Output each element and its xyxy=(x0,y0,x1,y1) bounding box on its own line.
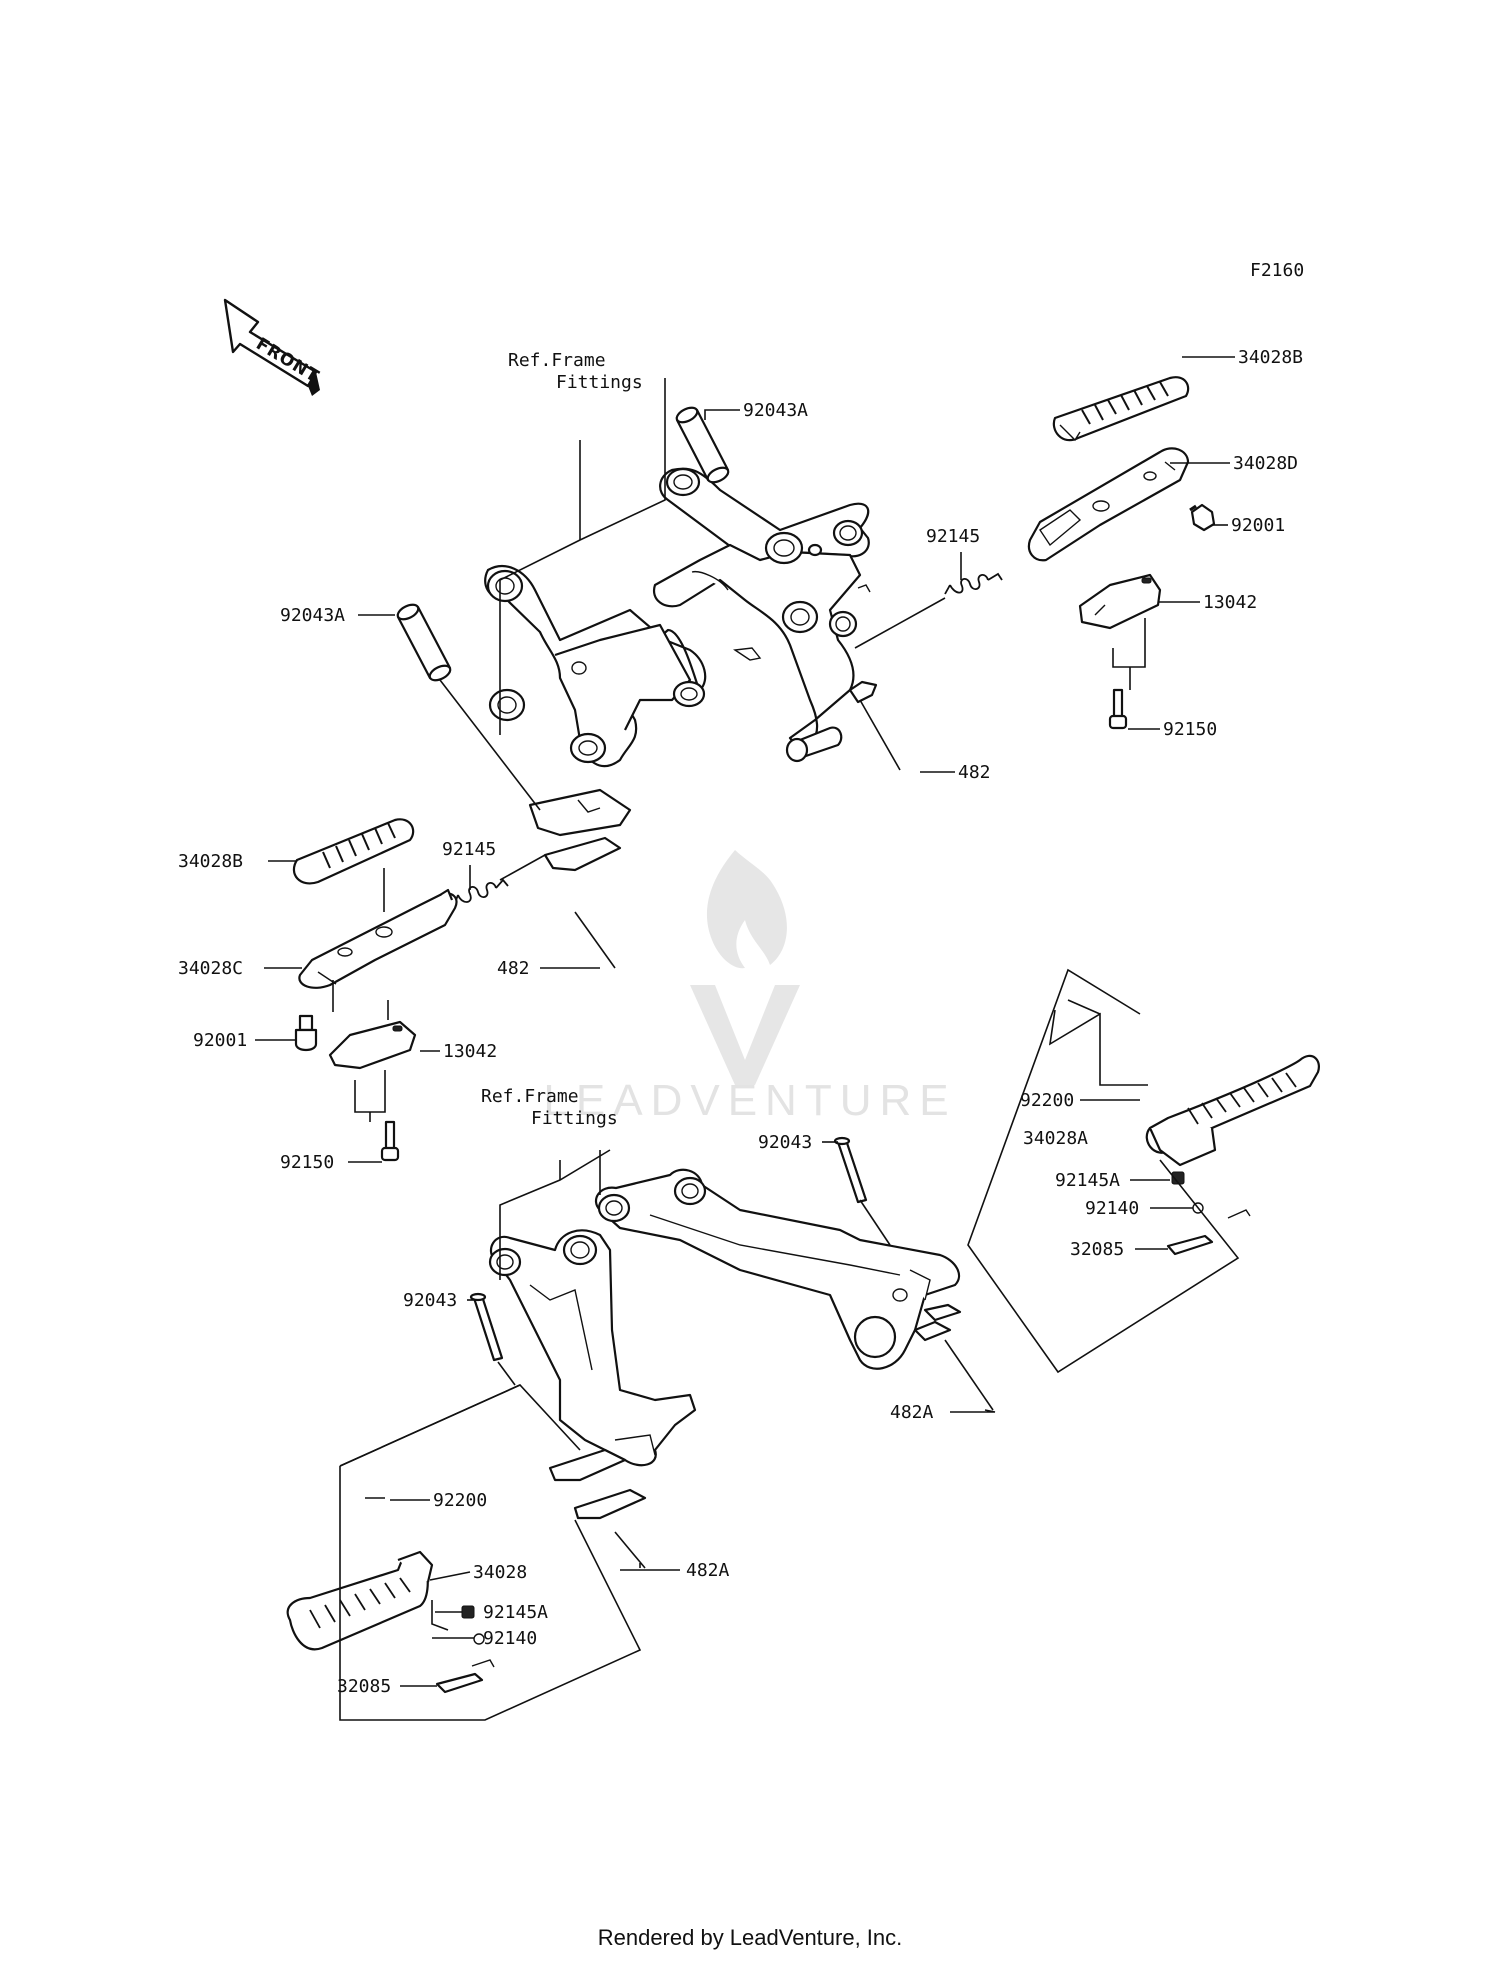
label-32085-right: 32085 xyxy=(1070,1239,1124,1260)
label-34028: 34028 xyxy=(473,1562,527,1583)
label-92150-right: 92150 xyxy=(1163,719,1217,740)
label-92043a-right: 92043A xyxy=(743,400,808,421)
ref-frame-2-line2: Fittings xyxy=(531,1108,618,1129)
footpeg-34028c-left xyxy=(298,888,458,989)
passenger-bracket-right xyxy=(594,1168,962,1370)
label-92150-left: 92150 xyxy=(280,1152,334,1173)
bolt-92150-left xyxy=(380,1120,400,1162)
bolt-92001-right xyxy=(1189,503,1216,532)
label-13042-right: 13042 xyxy=(1203,592,1257,613)
footpeg-34028d-right xyxy=(1027,447,1190,562)
label-92043-right: 92043 xyxy=(758,1132,812,1153)
label-92145a-left: 92145A xyxy=(483,1602,548,1623)
label-482a-left: 482A xyxy=(686,1560,730,1581)
label-92145-right: 92145 xyxy=(926,526,980,547)
footpeg-bracket-right xyxy=(652,467,878,763)
pin-92043-left xyxy=(469,1292,504,1362)
ref-frame-2-line1: Ref.Frame xyxy=(481,1086,579,1107)
spring-92145-left xyxy=(453,878,509,906)
pin-92043a-left xyxy=(396,603,452,682)
pin-92043-right xyxy=(833,1136,868,1204)
watermark: LEADVENTURE xyxy=(543,850,956,1125)
label-92200-right: 92200 xyxy=(1020,1090,1074,1111)
footpeg-weight-13042-right xyxy=(1078,573,1162,630)
detent-spring-92145a-right xyxy=(1171,1171,1185,1185)
detent-spring-92145a-left xyxy=(461,1605,475,1619)
diagram-id: F2160 xyxy=(1250,260,1304,281)
plate-32085-right xyxy=(1166,1209,1251,1256)
front-arrow-icon: FRONT xyxy=(223,298,323,396)
label-92140-right: 92140 xyxy=(1085,1198,1139,1219)
passenger-footpeg-34028a-right xyxy=(1145,1054,1320,1167)
label-92140-left: 92140 xyxy=(483,1628,537,1649)
footpeg-weight-13042-left xyxy=(328,1020,417,1070)
label-92043-left: 92043 xyxy=(403,1290,457,1311)
footpeg-bracket-left xyxy=(484,565,707,872)
label-92001-right: 92001 xyxy=(1231,515,1285,536)
passenger-bracket-left xyxy=(488,1229,697,1520)
label-482a-right: 482A xyxy=(890,1402,934,1423)
label-482-right: 482 xyxy=(958,762,991,783)
bolt-92001-left xyxy=(294,1014,318,1052)
watermark-text: LEADVENTURE xyxy=(543,1076,956,1125)
label-32085-left: 32085 xyxy=(337,1676,391,1697)
label-34028b-right: 34028B xyxy=(1238,347,1303,368)
part-labels: Ref.Frame Fittings Ref.Frame Fittings 34… xyxy=(178,347,1303,1697)
label-92145-left: 92145 xyxy=(442,839,496,860)
bolt-92150-right xyxy=(1108,688,1128,730)
label-13042-left: 13042 xyxy=(443,1041,497,1062)
passenger-footpeg-34028-left xyxy=(286,1550,434,1651)
plate-32085-left xyxy=(435,1659,495,1694)
ball-92140-left xyxy=(473,1633,485,1645)
label-34028b-left: 34028B xyxy=(178,851,243,872)
label-92043a-left: 92043A xyxy=(280,605,345,626)
label-92200-left: 92200 xyxy=(433,1490,487,1511)
label-92001-left: 92001 xyxy=(193,1030,247,1051)
footpeg-rubber-34028b-left xyxy=(292,818,415,885)
footer-credit: Rendered by LeadVenture, Inc. xyxy=(597,1925,903,1950)
footpeg-rubber-34028b-right xyxy=(1052,376,1190,442)
label-34028c: 34028C xyxy=(178,958,243,979)
ref-frame-1-line1: Ref.Frame xyxy=(508,350,606,371)
label-34028d: 34028D xyxy=(1233,453,1298,474)
pin-92043a-right xyxy=(675,406,730,484)
front-label: FRONT xyxy=(252,334,322,387)
leader-lines xyxy=(255,356,1240,1721)
label-482-left: 482 xyxy=(497,958,530,979)
label-92145a-right: 92145A xyxy=(1055,1170,1120,1191)
ref-frame-1-line2: Fittings xyxy=(556,372,643,393)
spring-92145-right xyxy=(944,572,1003,595)
label-34028a: 34028A xyxy=(1023,1128,1088,1149)
